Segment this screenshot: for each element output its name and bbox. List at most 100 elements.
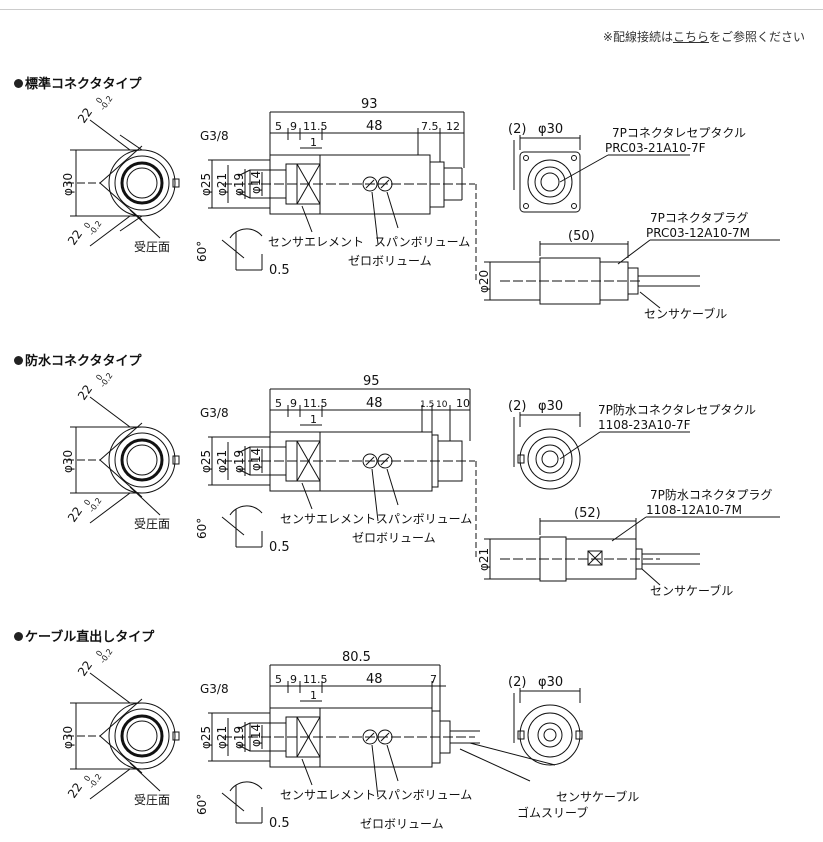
tol-top-exp: -0.2 (98, 371, 114, 389)
end-view (513, 688, 583, 766)
tol-top: 22 (75, 382, 95, 403)
dia-14: φ14 (249, 448, 263, 471)
chamfer-label: 0.5 (269, 263, 290, 278)
end-dia: φ30 (538, 675, 563, 690)
side-view (208, 111, 475, 271)
cable-label: センサケーブル (556, 789, 639, 804)
front-dia: φ30 (61, 450, 75, 473)
thread-label: G3/8 (200, 406, 229, 420)
tol-top: 22 (75, 658, 95, 679)
end-dia: φ30 (538, 399, 563, 414)
tol-top-exp: -0.2 (98, 94, 114, 112)
end-dia: φ30 (538, 122, 563, 137)
pressure-label: 受圧面 (134, 240, 170, 254)
bullet-icon (14, 356, 23, 365)
section-title-direct-cable: ケーブル直出しタイプ (14, 626, 154, 645)
sensor-label: センサエレメント (268, 235, 364, 249)
seg-2: 9 (290, 120, 297, 133)
sensor-label: センサエレメント (280, 788, 376, 802)
seg-6: 10 (436, 400, 448, 410)
recept-name: 7Pコネクタレセプタクル (612, 126, 746, 140)
seg-2: 9 (290, 673, 297, 686)
angle-label: 60° (195, 518, 209, 539)
plug-part: 1108-12A10-7M (646, 503, 742, 517)
dia-21: φ21 (215, 726, 229, 749)
dia-14: φ14 (249, 724, 263, 747)
overall-length: 95 (363, 374, 380, 389)
front-view (66, 396, 180, 524)
tol-top-exp: -0.2 (98, 647, 114, 665)
wiring-note: ※配線接続はこちらをご参照ください (603, 28, 805, 45)
tol-top-zero: 0 (94, 373, 104, 382)
plug-view (475, 461, 780, 586)
wiring-link[interactable]: こちら (672, 30, 709, 44)
end-view (513, 135, 690, 213)
dia-25: φ25 (199, 173, 213, 196)
angle-label: 60° (195, 794, 209, 815)
front-dia: φ30 (61, 173, 75, 196)
seg-one: 1 (310, 136, 317, 149)
dia-19: φ19 (232, 450, 246, 473)
zero-label: ゼロボリューム (352, 531, 436, 545)
seg-one: 1 (310, 689, 317, 702)
direct-cable-drawing: 80.5 5 9 11.5 48 7 1 G3/8 φ25 φ21 φ19 φ1… (61, 647, 639, 831)
tol-bot-exp: -0.2 (87, 496, 103, 514)
plug-len: (50) (568, 229, 595, 244)
waterproof-connector-drawing: 95 5 9 11.5 48 1.5 10 10 1 G3/8 φ25 φ21 … (61, 371, 780, 598)
recept-part: PRC03-21A10-7F (605, 141, 706, 155)
plug-name: 7P防水コネクタプラグ (650, 487, 772, 502)
zero-label: ゼロボリューム (348, 254, 432, 268)
overall-length: 93 (361, 97, 378, 112)
plug-dia: φ21 (477, 548, 491, 571)
dia-21: φ21 (215, 173, 229, 196)
plug-view (475, 184, 780, 309)
end-gap: (2) (508, 122, 526, 137)
plug-len: (52) (574, 506, 601, 521)
angle-label: 60° (195, 241, 209, 262)
note-suffix: をご参照ください (708, 30, 805, 44)
tol-top: 22 (75, 105, 95, 126)
tol-top-zero: 0 (94, 649, 104, 658)
tol-bot: 22 (65, 780, 85, 801)
span-label: スパンボリューム (376, 788, 472, 802)
tol-bot: 22 (65, 227, 85, 248)
seg-3: 11.5 (303, 673, 328, 686)
seg-1: 5 (275, 397, 282, 410)
seg-7: 10 (456, 397, 470, 410)
thread-label: G3/8 (200, 682, 229, 696)
thread-label: G3/8 (200, 129, 229, 143)
plug-cable: センサケーブル (650, 583, 733, 598)
end-gap: (2) (508, 675, 526, 690)
top-border (0, 9, 823, 10)
sleeve-label: ゴムスリーブ (517, 805, 588, 820)
span-label: スパンボリューム (374, 235, 470, 249)
pressure-label: 受圧面 (134, 517, 170, 531)
seg-3: 11.5 (303, 397, 328, 410)
note-prefix: ※配線接続は (602, 30, 673, 44)
seg-5: 7 (430, 673, 437, 686)
sensor-label: センサエレメント (280, 512, 376, 526)
seg-4: 48 (366, 119, 383, 134)
section-title-standard: 標準コネクタタイプ (14, 73, 141, 92)
dia-19: φ19 (232, 726, 246, 749)
tol-bot-zero: 0 (82, 774, 92, 783)
front-view (66, 672, 180, 800)
seg-2: 9 (290, 397, 297, 410)
seg-6: 12 (446, 120, 460, 133)
plug-name: 7Pコネクタプラグ (650, 211, 748, 225)
tol-bot-zero: 0 (82, 498, 92, 507)
standard-connector-drawing: 93 5 9 11.5 48 7.5 12 1 G3/8 φ25 φ21 φ19… (61, 94, 780, 321)
recept-name: 7P防水コネクタレセプタクル (598, 402, 756, 417)
front-view (66, 119, 180, 247)
bullet-icon (14, 79, 23, 88)
seg-one: 1 (310, 413, 317, 426)
dia-21: φ21 (215, 450, 229, 473)
chamfer-label: 0.5 (269, 816, 290, 831)
seg-3: 11.5 (303, 120, 328, 133)
seg-4: 48 (366, 396, 383, 411)
seg-5: 1.5 (420, 400, 434, 410)
seg-5: 7.5 (421, 120, 439, 133)
dia-25: φ25 (199, 450, 213, 473)
dia-25: φ25 (199, 726, 213, 749)
front-dia: φ30 (61, 726, 75, 749)
